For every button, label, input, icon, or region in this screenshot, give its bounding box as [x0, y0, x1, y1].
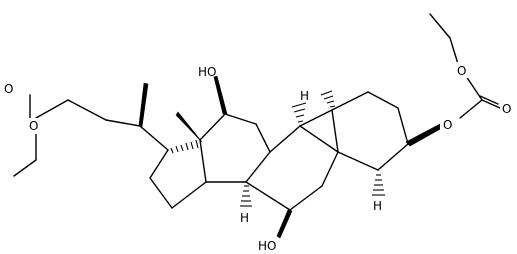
atom-labels: O O HO HO H H H O O O [2, 62, 516, 253]
c8-hash [240, 185, 252, 207]
atom-o-carbonate-ring: O [443, 118, 452, 132]
c20-methyl-wedge [138, 82, 149, 128]
atom-h-c9: H [300, 89, 309, 103]
atom-o-carbonate-ether: O [457, 64, 466, 78]
ring-a-bonds [299, 91, 409, 171]
ring-c-bonds [199, 113, 271, 183]
atom-o-ester-carbonyl: O [4, 82, 13, 96]
atom-o-carbonate-carbonyl: O [502, 102, 511, 116]
atom-ho-c7: HO [258, 239, 276, 253]
atom-ho-c12: HO [198, 65, 216, 79]
c17-hash [170, 139, 199, 154]
atom-h-c5: H [373, 199, 382, 213]
ring-b-bonds [245, 125, 339, 211]
c9-hash [291, 102, 307, 123]
atom-h-c8: H [240, 211, 249, 225]
c5-hash [372, 174, 385, 196]
c18-methyl-wedge [175, 111, 203, 143]
c7-oh-wedge [276, 209, 293, 239]
atom-o-ester-ether: O [29, 119, 38, 133]
side-chain-bonds [13, 94, 169, 177]
c12-oh-wedge [213, 75, 228, 115]
c3-o-wedge [405, 123, 443, 147]
ring-d-bonds [149, 139, 207, 209]
carbonate-bonds [429, 13, 501, 119]
c10-hash [320, 90, 336, 108]
